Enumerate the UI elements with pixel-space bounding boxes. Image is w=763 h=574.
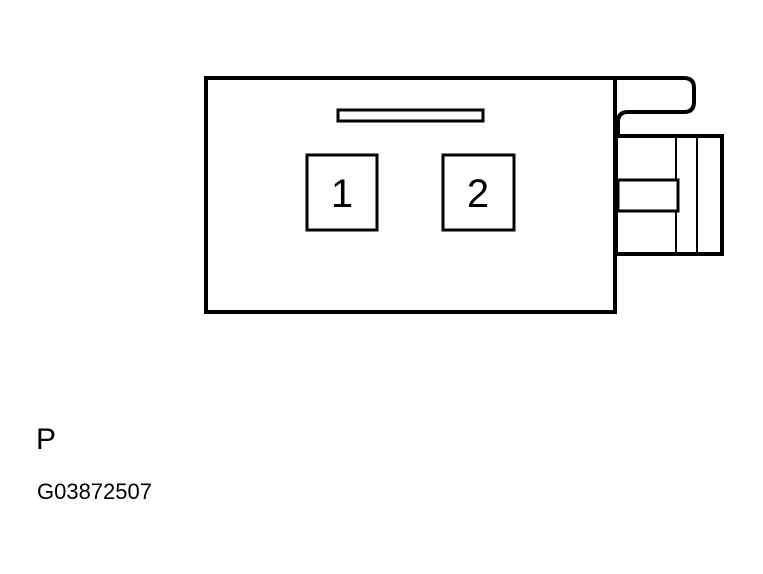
view-label: P (36, 423, 57, 456)
latch-arm (616, 178, 680, 213)
latch-housing (614, 134, 724, 256)
key-slot (336, 108, 485, 123)
pin-label-2: 2 (467, 172, 489, 216)
pin-cavity-2 (441, 153, 516, 232)
locking-tab (615, 76, 696, 135)
connector-body (204, 76, 617, 314)
figure-code: G03872507 (37, 479, 152, 504)
pin-label-1: 1 (331, 172, 353, 216)
pin-cavity-1 (305, 153, 379, 232)
